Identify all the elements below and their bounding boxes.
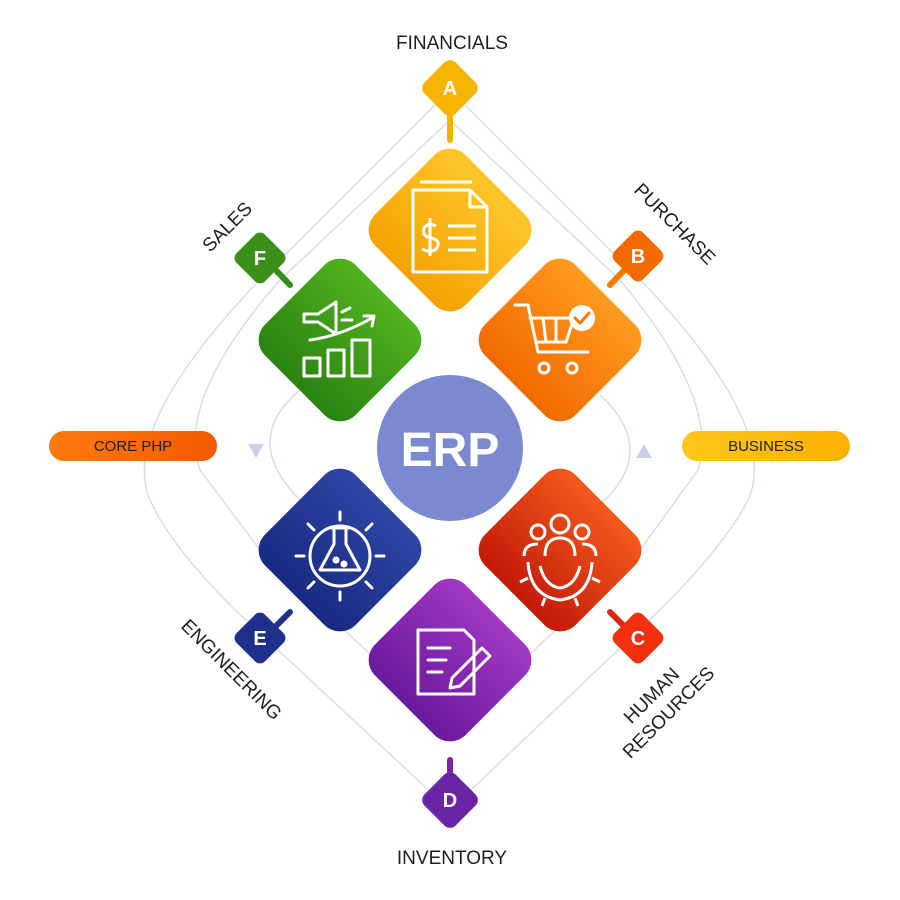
arrow-up-icon — [636, 444, 652, 458]
badge-b[interactable]: B — [610, 228, 667, 285]
team-gear-icon — [519, 513, 601, 607]
module-purchase[interactable] — [469, 249, 650, 430]
badge-c[interactable]: C — [610, 610, 667, 667]
label-human-resources: HUMAN RESOURCES — [619, 663, 719, 763]
svg-text:E: E — [253, 628, 266, 650]
document-pen-icon — [416, 628, 492, 696]
business-tag: BUSINESS — [682, 431, 850, 461]
svg-text:C: C — [631, 628, 645, 650]
megaphone-growth-chart-icon — [302, 300, 376, 378]
badge-d[interactable]: D — [419, 769, 481, 831]
erp-label: ERP — [401, 424, 500, 477]
svg-text:F: F — [254, 248, 266, 270]
cycle-arrows — [269, 389, 631, 506]
module-engineering[interactable] — [249, 459, 430, 640]
core-php-tag: CORE PHP — [49, 431, 217, 461]
core-php-tag-label: CORE PHP — [93, 437, 173, 455]
flask-gear-icon — [294, 510, 386, 602]
module-human-resources[interactable] — [469, 459, 650, 640]
badge-a[interactable]: A — [419, 57, 481, 119]
svg-text:B: B — [631, 246, 645, 268]
module-inventory[interactable] — [359, 569, 540, 750]
svg-text:A: A — [443, 78, 457, 100]
arrow-down-icon — [248, 444, 264, 458]
module-financials[interactable] — [359, 139, 540, 320]
badge-e[interactable]: E — [232, 610, 289, 667]
badge-f[interactable]: F — [232, 230, 289, 287]
erp-hub: ERP — [377, 375, 523, 521]
module-sales[interactable] — [249, 249, 430, 430]
label-financials: FINANCIALS — [396, 33, 508, 54]
svg-text:D: D — [443, 790, 457, 812]
shopping-cart-check-icon — [513, 303, 595, 375]
business-tag-label: BUSINESS — [728, 437, 804, 455]
label-inventory: INVENTORY — [397, 848, 507, 869]
invoice-dollar-icon — [411, 180, 489, 274]
